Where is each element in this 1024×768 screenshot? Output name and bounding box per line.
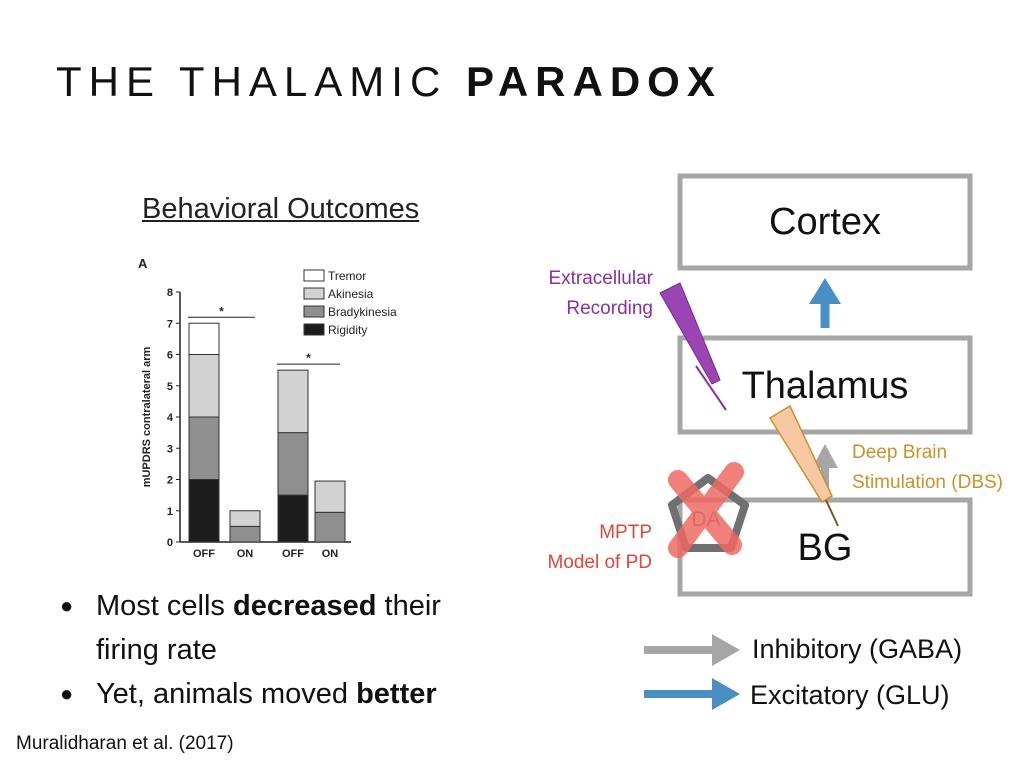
mptp-label-line1: MPTP [599, 522, 652, 543]
chart-y-axis-title: mUPDRS contralateral arm [141, 346, 153, 487]
chart-x-tick-label: OFF [193, 548, 215, 560]
recording-label-line2: Recording [566, 298, 653, 319]
da-pentagon-icon [668, 474, 749, 552]
chart-bar-segment-akinesia [277, 369, 309, 434]
section-heading: Behavioral Outcomes [142, 193, 420, 225]
mptp-cross-icon [668, 462, 744, 558]
chart-bar-segment-bradykinesia [314, 511, 346, 543]
legend-inhibitory: Inhibitory (GABA) [644, 634, 962, 666]
bullet-dot: ● [60, 593, 74, 618]
chart-bar-segment-bradykinesia [188, 416, 220, 480]
legend-inhibitory-label: Inhibitory (GABA) [752, 634, 962, 664]
chart-significance-label: * [306, 351, 311, 365]
bullet-text-bold: decreased [232, 590, 377, 622]
recording-electrode-icon [659, 282, 727, 411]
chart-x-tick-label: OFF [282, 548, 304, 560]
chart-panel-label: A [138, 256, 148, 271]
chart-legend-label: Akinesia [328, 287, 374, 301]
excitatory-arrow-thalamus-cortex [809, 278, 841, 328]
chart-legend-swatch [303, 269, 325, 282]
bullet-text: Yet, animals moved better [96, 672, 437, 716]
chart-bar-segment-rigidity [188, 479, 220, 543]
chart-x-tick-label: ON [237, 548, 254, 560]
chart-bar-segment-akinesia [229, 510, 261, 527]
chart-y-tick-label: 0 [167, 537, 173, 549]
bullet-dot: ● [60, 681, 74, 706]
recording-label-line1: Extracellular [548, 268, 653, 289]
chart-bar-segment-akinesia [188, 354, 220, 418]
chart-y-tick-label: 4 [167, 412, 174, 424]
chart-bar-segment-rigidity [277, 494, 309, 543]
title-light: THE THALAMIC [56, 58, 448, 105]
circuit-diagram: Cortex Thalamus BG DA Extracellular Reco… [547, 173, 1003, 710]
bullet-text-pre: Most cells [96, 590, 233, 622]
dbs-label-line1: Deep Brain [852, 442, 947, 463]
chart-legend-label: Rigidity [328, 323, 367, 337]
bullet-list: ● Most cells decreased their firing rate… [60, 584, 500, 716]
chart-legend-swatch [303, 287, 325, 300]
bullet-item: ● Yet, animals moved better [60, 672, 500, 716]
chart-x-tick-label: ON [322, 548, 339, 560]
chart-legend-swatch [303, 305, 325, 318]
chart-y-tick-label: 2 [167, 475, 173, 487]
chart-bar-segment-bradykinesia [229, 525, 261, 543]
dbs-label-line2: Stimulation (DBS) [852, 472, 1003, 493]
chart-y-tick-label: 6 [167, 350, 173, 362]
chart-bar-segment-akinesia [314, 480, 346, 513]
chart-y-tick-label: 8 [167, 287, 173, 299]
bullet-text: Most cells decreased their firing rate [96, 584, 500, 672]
chart-legend-label: Tremor [328, 269, 366, 283]
cortex-box [677, 173, 973, 271]
chart-bar-segment-bradykinesia [277, 432, 309, 496]
chart-significance-label: * [219, 304, 224, 318]
chart-y-tick-label: 7 [167, 318, 173, 330]
legend-excitatory: Excitatory (GLU) [644, 678, 950, 710]
bullet-text-pre: Yet, animals moved [96, 678, 357, 710]
chart-y-tick-label: 3 [167, 443, 173, 455]
thalamus-label: Thalamus [742, 365, 909, 407]
bg-label: BG [798, 527, 853, 569]
mptp-label-line2: Model of PD [547, 552, 652, 573]
cortex-label: Cortex [769, 201, 881, 243]
chart-bar-segment-tremor [188, 322, 220, 355]
chart-legend-swatch [303, 323, 325, 336]
dbs-electrode-icon [768, 404, 839, 527]
thalamus-box [677, 335, 973, 435]
bullet-item: ● Most cells decreased their firing rate [60, 584, 500, 672]
chart-y-tick-label: 5 [167, 381, 173, 393]
title-bold: PARADOX [465, 58, 722, 105]
chart-y-tick-label: 1 [167, 506, 173, 518]
citation: Muralidharan et al. (2017) [16, 733, 234, 754]
chart-legend-label: Bradykinesia [328, 305, 397, 319]
slide-title: THE THALAMIC PARADOX [56, 58, 722, 106]
legend-excitatory-label: Excitatory (GLU) [750, 680, 950, 710]
bullet-text-bold: better [356, 678, 437, 710]
bullet-text-post: their firing rate [96, 590, 441, 666]
